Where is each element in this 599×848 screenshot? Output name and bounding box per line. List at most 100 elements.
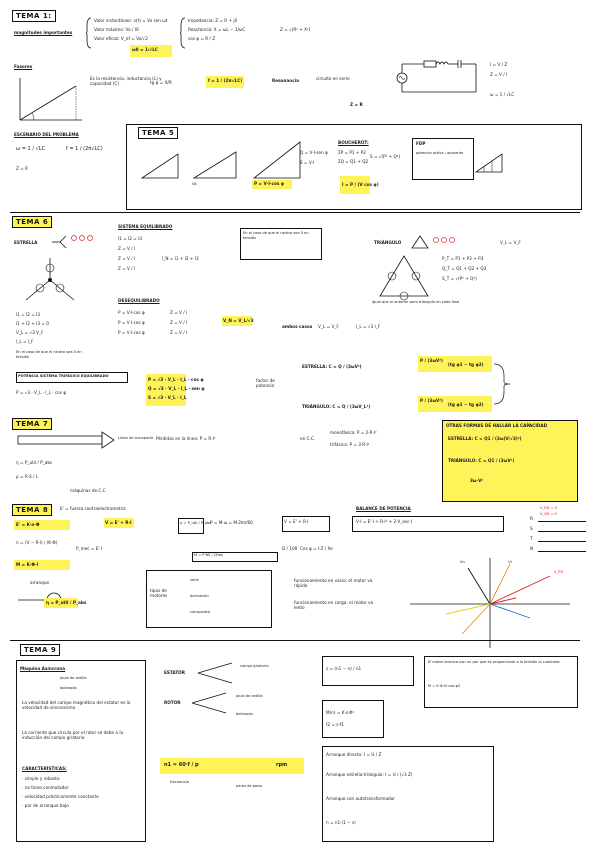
t6-p-formula: P = √3 · V_L · I_L · cos φ	[16, 390, 67, 395]
section-title-tema-7: TEMA 7	[12, 418, 53, 430]
t9-box-left	[16, 660, 146, 842]
t8-compuesto: compuesto	[190, 610, 210, 614]
t6-potencia-box	[16, 372, 128, 383]
t9-mn: M(n) = K·s·Φ²	[326, 710, 355, 715]
t6-highlight-hub	[222, 316, 252, 326]
t9-arranque-estrella: Arranque estrella-triángulo: I = U / (√3…	[326, 772, 413, 777]
t9-polos: pares de polos	[236, 784, 263, 788]
section-title-tema-8: TEMA 8	[12, 504, 53, 516]
t9-arranque-box	[322, 746, 494, 842]
t6-p-formula-b: P = √3 · V_L · I_L · cos φ	[148, 377, 204, 382]
t7-rho: ρ = R·S / L	[16, 474, 39, 479]
t7-box-triangulo: TRIÁNGULO: C = Q1 / (3ωV²)	[448, 458, 515, 463]
t5-fdp: FDP	[416, 141, 426, 146]
t6-note-box-text: En el caso de que el neutro sea 0 en ten…	[243, 231, 309, 240]
t8-box-2	[192, 552, 278, 562]
t5-highlight-i	[340, 176, 370, 194]
t6-note-estrella: En el caso de que el neutro sea 0 en ten…	[16, 350, 82, 359]
t1-tan: tg φ = X/R	[150, 80, 172, 85]
t8-box-1	[178, 518, 204, 534]
t8-highlight-rend	[44, 598, 78, 608]
t5-eq-q: ΣQ = Q1 + Q2	[338, 159, 369, 164]
t6-sistema: SISTEMA EQUILIBRADO	[118, 224, 173, 229]
t9-jaula-2: jaula de ardilla	[236, 694, 263, 698]
t5-triangle-1	[140, 153, 179, 179]
t9-rotor: ROTOR	[164, 700, 181, 705]
t8-n: N	[530, 546, 534, 551]
t1-circuito: circuito en serie	[316, 76, 350, 81]
t9-desliz-box	[322, 656, 414, 686]
t6-sum-p: P_T = P1 + P2 + P3	[442, 256, 484, 261]
t1-f-res-2: f = 1 / (2π√LC)	[66, 146, 103, 152]
t6-highlight-estrella-c	[418, 356, 492, 372]
t9-note-box	[424, 656, 578, 708]
t8-torque: M = P·60 / (2πn)	[194, 553, 224, 557]
t8-balance-box	[352, 516, 504, 532]
t1-cos-phi: cos φ = R / Z	[188, 36, 216, 41]
t1-note: Es la resistencia, inductancia (L) y cap…	[90, 76, 162, 87]
t1-rlc-circuit	[396, 60, 477, 93]
t1-reactancia: Reactancia: X = ωL − 1/ωC	[188, 27, 246, 32]
t6-estrella-c-label: ESTRELLA: C = Q / (3ωV²)	[302, 364, 362, 369]
t8-vrs: V_RS	[554, 570, 564, 574]
t8-vsn: V_SN = 0	[540, 512, 557, 516]
t8-highlight-e	[14, 520, 70, 530]
t5-fdp-box	[412, 138, 474, 180]
t5-boucherot: BOUCHEROT:	[338, 140, 369, 145]
t9-mn-box	[322, 700, 384, 738]
t7-capacidad-box	[442, 420, 578, 502]
t9-arranque-auto: Arranque con autotransformador	[326, 796, 395, 801]
t6-tg: (tg φ1 − tg φ2)	[448, 362, 484, 367]
t8-vrn: V_RN = 0	[540, 506, 558, 510]
t6-hub-v: V_N = V_L/√3	[223, 318, 254, 323]
t6-p-over-2: P / (3ωV²)	[420, 398, 443, 403]
t5-i-line: I = P / (V cos φ)	[342, 182, 379, 187]
t6-s-formula: S = √3 · V_L · I_L	[148, 395, 187, 400]
t5-fdp-note: potencia activa / aparente	[416, 151, 464, 155]
t8-s: S	[530, 526, 533, 531]
t8-box-3	[282, 516, 330, 532]
t5-fdp-triangle	[474, 153, 503, 173]
t1-escenario: ESCENARIO DEL PROBLEMA	[14, 132, 79, 137]
t6-potencia: POTENCIA SISTEMA TRIFÁSICO EQUILIBRADO	[18, 374, 109, 378]
t6-vl-tri: V_L = V_F	[318, 324, 339, 329]
t6-sum-q: Q_T = Q1 + Q2 + Q3	[442, 266, 487, 271]
t8-balance-eq: V·I = E'·I + R·I² + 2·V_esc·I	[356, 519, 413, 524]
t6-iz-3: Z = V / I	[118, 266, 136, 271]
t9-c2: · no tiene conmutador	[22, 785, 69, 790]
t8-line-s	[538, 531, 586, 532]
t6-factor: factor de potencia	[256, 378, 275, 389]
t7-perdidas: Pérdidas en la línea: P = R·I²	[156, 436, 216, 441]
t9-estator-branch	[197, 662, 233, 684]
t1-brace-2	[179, 17, 186, 49]
t9-bobinado: bobinado	[60, 686, 77, 690]
t8-vn: Vn	[460, 560, 465, 564]
t8-fem: E' = fuerza contraelectromotriz	[60, 506, 126, 511]
t9-jaula: jaula de ardilla	[60, 676, 87, 680]
t1-highlight-f	[206, 76, 244, 88]
t8-serie: serie	[190, 578, 199, 582]
t8-cos: Cos φ = I·Z / Xe	[300, 546, 333, 551]
t1-valor-ef: Valor eficaz: V_ef = Vo/√2	[94, 36, 148, 41]
t6-p-over: P / (3ωV²)	[420, 358, 443, 363]
t6-w-mono-3: P = V·I·cos φ	[118, 330, 145, 335]
t1-magnitudes-label: magnitudes importantes	[14, 30, 73, 35]
t6-sum-s: S_T = √(P² + Q²)	[442, 276, 477, 281]
t9-highlight-n	[160, 758, 304, 774]
t5-eq-p: ΣP = P1 + P2	[338, 150, 366, 155]
t1-w-res: ω = 1 / √LC	[16, 146, 46, 152]
t8-box-1-text: η = P_util / P_abs	[180, 521, 212, 525]
t5-s-unit: VA	[192, 182, 197, 186]
t6-triangulo-symbol	[411, 235, 455, 249]
t6-estrella-label: ESTRELLA	[14, 240, 38, 245]
t9-n-sinc: n1 = 60·f / p	[164, 762, 199, 768]
t8-line-r	[538, 521, 586, 522]
t7-line-arrow	[17, 431, 115, 449]
t8-n-eq: n = (V − R·I) / (K·Φ)	[16, 540, 58, 545]
t9-rpm: rpm	[276, 762, 288, 768]
t7-box-title: OTRAS FORMAS DE HALLAR LA CAPACIDAD	[446, 423, 548, 428]
t8-highlight-v	[104, 518, 134, 528]
t7-maquinas: máquinas de C.C.	[70, 488, 107, 493]
t8-tipos: tipos de motores	[150, 588, 168, 599]
t9-caract: CARACTERÍSTICAS:	[22, 766, 67, 771]
